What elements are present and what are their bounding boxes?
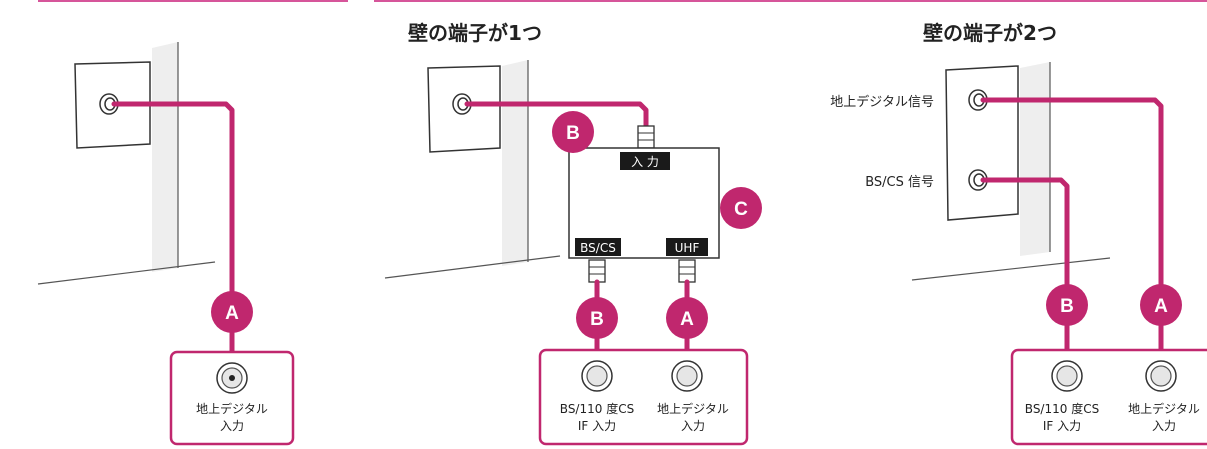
terrestrial-input-label-line2: 入力	[1152, 419, 1176, 433]
bscs-input-label-line1: BS/110 度CS	[1025, 401, 1099, 416]
svg-text:A: A	[680, 309, 694, 330]
splitter-uhf-tag	[666, 238, 708, 256]
svg-text:B: B	[590, 309, 604, 330]
splitter-uhf-tag-text: UHF	[675, 241, 700, 255]
svg-text:A: A	[1154, 296, 1168, 317]
splitter-bscs-tag	[575, 238, 621, 256]
wall-shade	[502, 60, 528, 266]
heading-two-terminals: 壁の端子が2つ	[923, 21, 1057, 45]
terrestrial-input-label-line2: 入力	[681, 419, 705, 433]
bscs-signal-label: BS/CS 信号	[865, 175, 934, 190]
badge-b-top: B	[552, 111, 594, 153]
terrestrial-input-label-line1: 地上デジタル	[657, 401, 729, 416]
section-single-wall-direct: A 地上デジタル 入力	[37, 42, 295, 446]
splitter-input-tag	[620, 152, 670, 170]
svg-text:C: C	[734, 199, 748, 220]
wall-plate	[945, 65, 1019, 221]
badge-a: A	[211, 291, 253, 333]
floor-line	[911, 257, 1111, 281]
terrestrial-input-jack-icon	[216, 362, 248, 394]
bscs-input-label-line2: IF 入力	[578, 419, 616, 433]
section-single-wall-terminal: 壁の端子が1つ 入 力 BS/CS UHF	[384, 21, 762, 446]
svg-text:A: A	[225, 303, 239, 324]
floor-line	[384, 255, 561, 279]
terrestrial-input-jack-icon	[1145, 360, 1177, 392]
wall-shade	[1020, 62, 1050, 256]
badge-a: A	[666, 297, 708, 339]
badge-a: A	[1140, 284, 1182, 326]
cable-a	[111, 101, 235, 375]
terrestrial-input-label-line1: 地上デジタル	[1128, 401, 1200, 416]
tv-input-panel	[1010, 348, 1207, 446]
svg-text:B: B	[566, 123, 580, 144]
splitter-bscs-plug	[588, 259, 606, 283]
bscs-input-jack-icon	[581, 360, 613, 392]
cable-b	[980, 177, 1070, 377]
terrestrial-input-label-line2: 入力	[220, 419, 244, 433]
splitter-body	[568, 147, 720, 259]
section-two-wall-terminals: 壁の端子が2つ 地上デジタル信号 BS/CS 信号 B A	[830, 21, 1207, 446]
splitter-bscs-tag-text: BS/CS	[580, 241, 616, 255]
tv-input-panel	[538, 348, 749, 446]
terrestrial-input-jack-icon	[671, 360, 703, 392]
tv-input-panel	[169, 350, 295, 446]
splitter-uhf-plug	[678, 259, 696, 283]
wall-jack-connector-icon	[452, 93, 472, 115]
bscs-input-label-line1: BS/110 度CS	[560, 401, 634, 416]
splitter-input-tag-text: 入 力	[631, 155, 659, 169]
badge-b-bottom: B	[576, 297, 618, 339]
bscs-input-label-line2: IF 入力	[1043, 419, 1081, 433]
badge-b: B	[1046, 284, 1088, 326]
splitter-input-plug	[637, 125, 655, 149]
badge-c: C	[720, 187, 762, 229]
terrestrial-input-label-line1: 地上デジタル	[196, 401, 268, 416]
heading-one-terminal: 壁の端子が1つ	[408, 21, 542, 45]
wall-jack-connector-icon	[99, 93, 119, 115]
cable-a	[980, 97, 1164, 377]
floor-line	[37, 261, 216, 285]
svg-text:B: B	[1060, 296, 1074, 317]
cable-b-wall-to-splitter	[464, 101, 649, 129]
bscs-input-jack-icon	[1051, 360, 1083, 392]
wall-shade	[152, 42, 178, 272]
terrestrial-signal-label: 地上デジタル信号	[830, 94, 934, 110]
